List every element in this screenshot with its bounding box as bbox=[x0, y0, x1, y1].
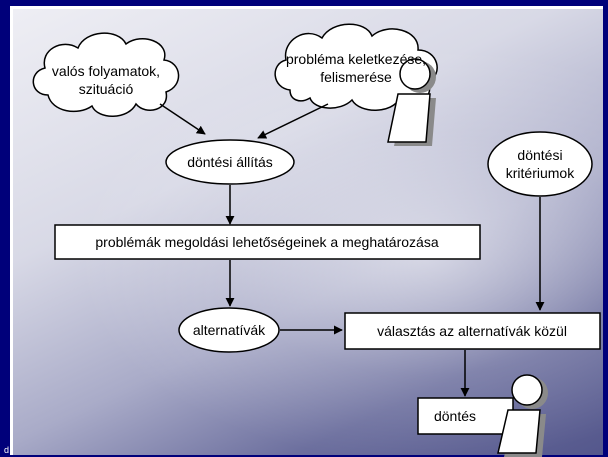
decision-label: döntés bbox=[433, 408, 477, 424]
decision-box bbox=[417, 397, 514, 435]
decision-statement-shape bbox=[165, 139, 295, 185]
criteria-shape bbox=[487, 131, 593, 197]
alternatives-shape bbox=[178, 307, 280, 353]
criteria-label: döntési kritériumok bbox=[505, 147, 575, 181]
alternatives-label: alternatívák bbox=[192, 322, 266, 338]
corner-mark: d bbox=[4, 445, 10, 455]
arrow-situation-to-statement bbox=[159, 103, 206, 135]
decision-statement-label: döntési állítás bbox=[187, 154, 273, 170]
cloud-problem-shape bbox=[274, 23, 438, 111]
arrow-problem-to-statement bbox=[257, 103, 329, 139]
person-icon bbox=[497, 374, 548, 457]
choice-box bbox=[344, 312, 601, 350]
choice-label: választás az alternatívák közül bbox=[377, 323, 567, 339]
cloud-situation-label: valós folyamatok, szituáció bbox=[51, 63, 161, 97]
cloud-problem-label: probléma keletkezése, felismerése bbox=[285, 51, 427, 85]
cloud-situation-shape bbox=[32, 32, 180, 117]
solution-options-label: problémák megoldási lehetőségeinek a meg… bbox=[95, 234, 439, 250]
person-icon bbox=[387, 58, 436, 146]
solution-options-box bbox=[54, 224, 481, 260]
